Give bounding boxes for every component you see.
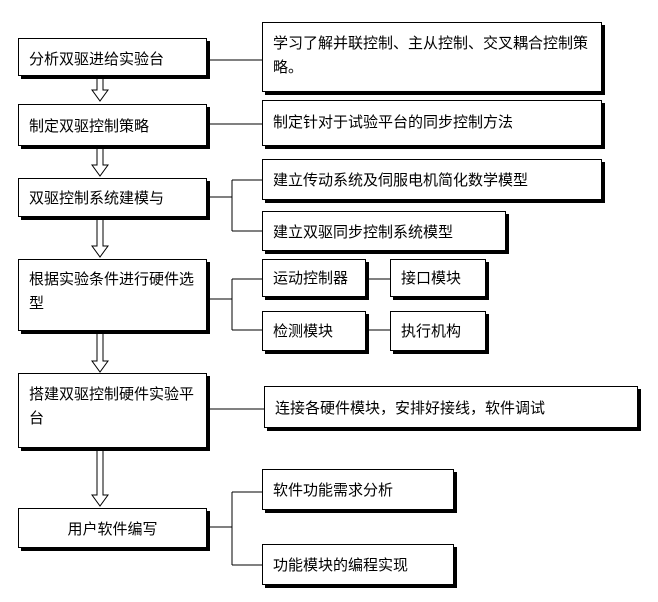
detail-text: 连接各硬件模块，安排好接线，软件调试 [275,399,546,417]
detail-actuator: 执行机构 [390,311,486,351]
detail-motor-model: 建立传动系统及伺服电机简化数学模型 [262,159,602,200]
step-user-software: 用户软件编写 [18,508,207,548]
detail-module-programming: 功能模块的编程实现 [262,544,454,585]
down-arrows [91,76,109,507]
step-hardware-selection: 根据实验条件进行硬件选型 [18,259,207,331]
step-label: 双驱控制系统建模与 [29,189,165,207]
step-label: 根据实验条件进行硬件选型 [29,270,195,312]
detail-text: 学习了解并联控制、主从控制、交叉耦合控制策略。 [273,34,589,76]
step-control-strategy: 制定双驱控制策略 [18,104,207,146]
detail-text: 功能模块的编程实现 [273,556,409,574]
step-label: 制定双驱控制策略 [29,117,150,135]
step-analyze-test-bench: 分析双驱进给实验台 [18,38,207,76]
detail-text: 制定针对于试验平台的同步控制方法 [273,113,514,131]
detail-motion-controller: 运动控制器 [262,259,366,297]
detail-text: 软件功能需求分析 [273,481,394,499]
detail-text: 执行机构 [401,322,462,340]
detail-text: 接口模块 [401,269,462,287]
step-label: 分析双驱进给实验台 [29,50,165,68]
detail-control-strategies: 学习了解并联控制、主从控制、交叉耦合控制策略。 [262,22,602,92]
detail-interface-module: 接口模块 [390,259,486,297]
detail-requirement-analysis: 软件功能需求分析 [262,469,454,510]
detail-sync-control-model: 建立双驱同步控制系统模型 [262,211,506,251]
detail-text: 运动控制器 [273,269,349,287]
detail-text: 建立传动系统及伺服电机简化数学模型 [273,171,529,189]
step-label: 用户软件编写 [67,520,158,538]
detail-text: 检测模块 [273,322,334,340]
detail-connect-debug: 连接各硬件模块，安排好接线，软件调试 [264,386,638,428]
step-label: 搭建双驱控制硬件实验平台 [29,385,195,427]
detail-text: 建立双驱同步控制系统模型 [273,223,454,241]
detail-sync-method: 制定针对于试验平台的同步控制方法 [262,100,602,146]
detail-detection-module: 检测模块 [262,311,366,351]
step-system-modeling: 双驱控制系统建模与 [18,178,207,217]
step-build-hardware-platform: 搭建双驱控制硬件实验平台 [18,373,207,448]
